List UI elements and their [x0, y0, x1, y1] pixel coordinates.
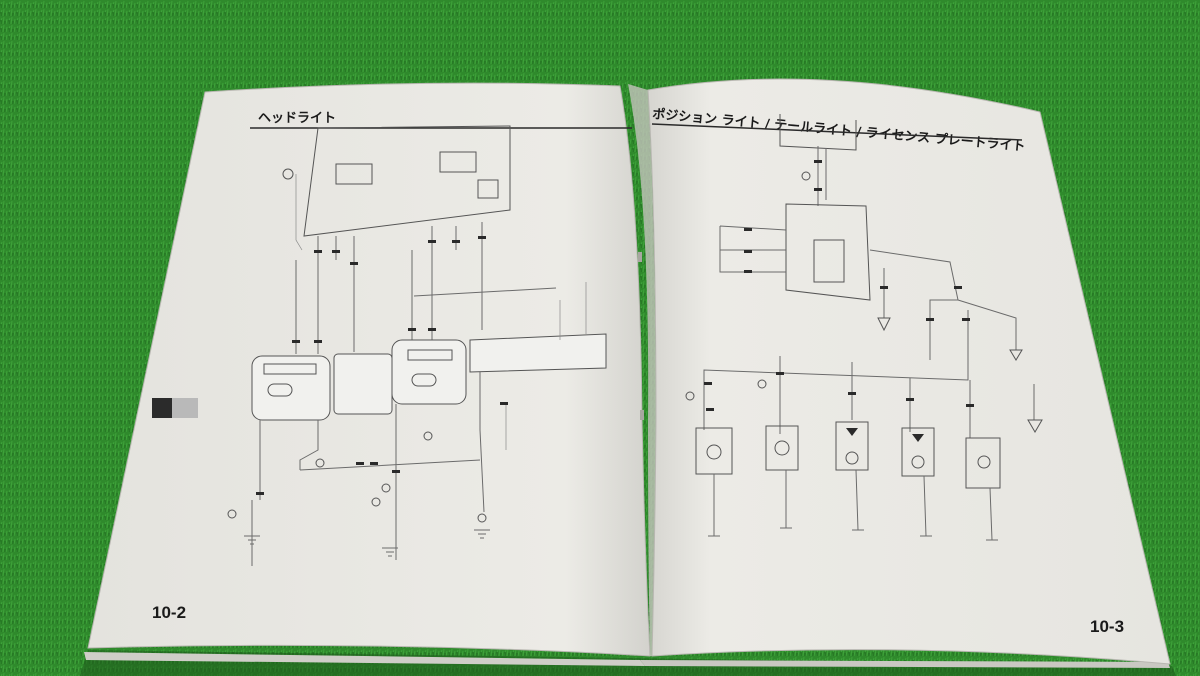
right-page: ポジション ライト / テールライト / ライセンス プレートライト [647, 78, 1171, 665]
left-page-number: 10-2 [152, 603, 186, 622]
right-title-rule [651, 123, 1023, 141]
headlight-wiring-diagram [227, 125, 607, 566]
page-stack-left [84, 652, 645, 666]
index-tab-light [172, 398, 198, 418]
staple-top [638, 252, 642, 262]
index-tab-dark [152, 398, 172, 418]
right-page-number: 10-3 [1090, 617, 1124, 636]
page-stack-right [640, 660, 1170, 668]
book-spine [628, 84, 660, 656]
left-page-title: ヘッドライト [258, 111, 336, 126]
tail-light-wiring-diagram [685, 114, 1043, 541]
left-page: ヘッドライト [87, 82, 651, 657]
staple-bottom [640, 410, 644, 420]
